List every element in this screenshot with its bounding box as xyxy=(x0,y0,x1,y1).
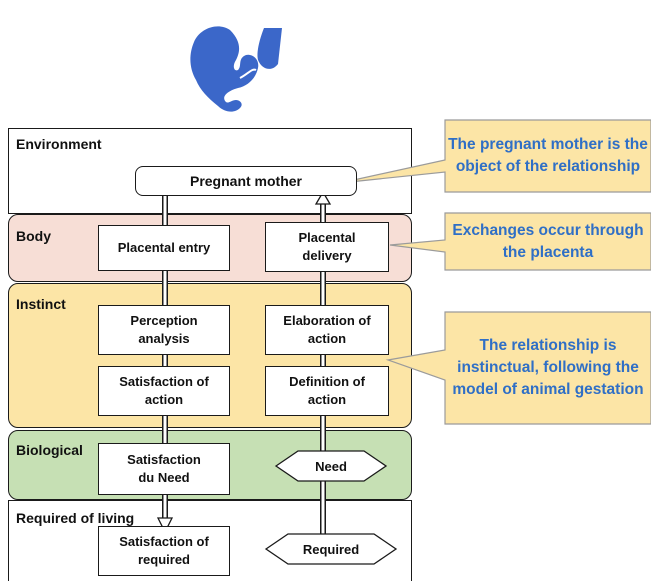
placental-delivery-box: Placental delivery xyxy=(265,222,389,272)
callout-exchanges-shape xyxy=(389,212,651,271)
need-label: Need xyxy=(315,458,347,474)
perception-analysis-label: Perception analysis xyxy=(130,313,198,346)
satisfaction-of-required-box: Satisfaction of required xyxy=(98,526,230,576)
body-label: Body xyxy=(16,228,51,244)
pregnant-mother-box: Pregnant mother xyxy=(135,166,357,196)
required-hexagon xyxy=(264,533,398,565)
satisfaction-of-action-label: Satisfaction of action xyxy=(119,374,209,407)
callout-instinctual-shape xyxy=(385,311,651,425)
placental-delivery-label: Placental delivery xyxy=(298,230,356,263)
callout-object-text: The pregnant mother is the object of the… xyxy=(448,136,648,175)
required-hexagon-label: Required xyxy=(302,541,360,557)
satisfaction-du-need-label: Satisfaction du Need xyxy=(127,452,201,485)
fetus-logo-icon xyxy=(190,26,282,112)
satisfaction-of-required-label: Satisfaction of required xyxy=(119,534,209,567)
environment-label: Environment xyxy=(16,136,102,152)
instinct-label: Instinct xyxy=(16,296,66,312)
callout-object-shape xyxy=(339,119,651,193)
definition-of-action-label: Definition of action xyxy=(289,374,365,407)
satisfaction-du-need-box: Satisfaction du Need xyxy=(98,443,230,495)
need-hexagon xyxy=(274,450,388,482)
definition-of-action-box: Definition of action xyxy=(265,366,389,416)
right-up-arrowhead xyxy=(314,190,332,205)
left-down-arrowhead xyxy=(156,517,174,534)
required-label: Required of living xyxy=(16,510,135,526)
callout-instinctual-text: The relationship is instinctual, followi… xyxy=(452,337,644,398)
satisfaction-of-action-box: Satisfaction of action xyxy=(98,366,230,416)
elaboration-of-action-box: Elaboration of action xyxy=(265,305,389,355)
biological-label: Biological xyxy=(16,442,83,458)
perception-analysis-box: Perception analysis xyxy=(98,305,230,355)
elaboration-of-action-label: Elaboration of action xyxy=(283,313,371,346)
placental-entry-box: Placental entry xyxy=(98,225,230,271)
callout-exchanges-text: Exchanges occur through the placenta xyxy=(452,221,644,261)
